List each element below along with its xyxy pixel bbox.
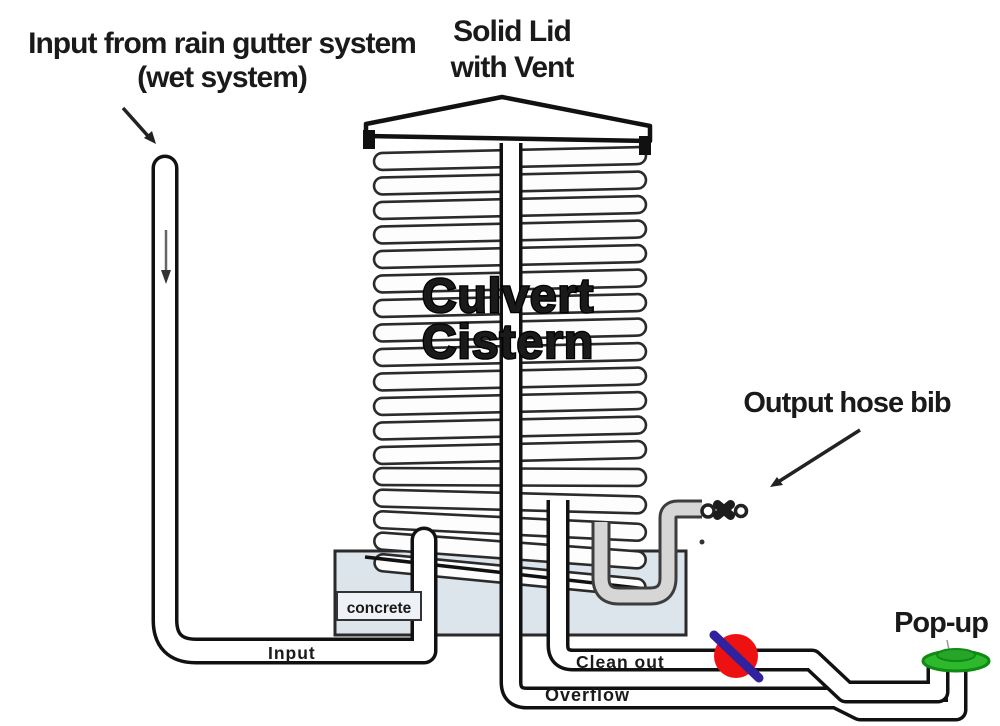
input-pipe: [151, 154, 438, 665]
input-gutter-label-line1: Input from rain gutter system: [28, 27, 416, 60]
overflow-pipe-label: Overflow: [545, 685, 630, 705]
flow-direction-arrow-icon: [161, 230, 171, 284]
output-label-arrow-icon: [770, 428, 861, 487]
solid-lid-label-line1: Solid Lid: [453, 15, 571, 48]
lid-left-tab: [363, 130, 375, 149]
popup-emitter-icon: [921, 639, 991, 673]
cistern-title-line1: Culvert: [422, 270, 594, 323]
hose-bib-icon: [699, 500, 749, 545]
overflow-pipe: [499, 143, 968, 722]
input-pipe-label: Input: [268, 643, 316, 663]
input-label-arrow-icon: [121, 106, 156, 144]
popup-label: Pop-up: [894, 607, 988, 639]
cleanout-pipe: [546, 500, 950, 704]
lid-right-tab: [639, 136, 651, 155]
cleanout-pipe-label: Clean out: [576, 652, 665, 672]
concrete-label-box: [336, 591, 422, 621]
solid-lid: [363, 94, 653, 144]
solid-lid-label-line2: with Vent: [450, 51, 575, 84]
output-hose-bib-label: Output hose bib: [743, 387, 951, 419]
output-pipe: [591, 499, 702, 606]
concrete-label: concrete: [347, 600, 412, 617]
cistern-title-line2: Cistern: [422, 316, 594, 369]
closed-valve-icon: [709, 630, 764, 683]
input-gutter-label-line2: (wet system): [137, 61, 307, 94]
